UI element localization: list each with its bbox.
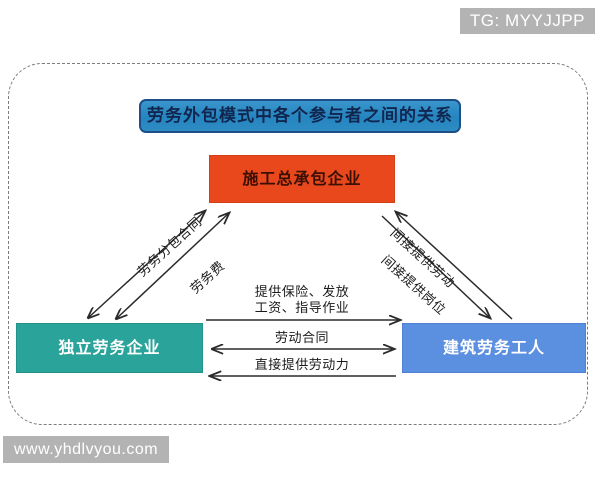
diagram-title-box: 劳务外包模式中各个参与者之间的关系: [139, 99, 461, 133]
edge-label-direct-labor: 直接提供劳动力: [254, 358, 350, 373]
node-general-contractor[interactable]: 施工总承包企业: [209, 155, 395, 203]
node-construction-workers-label: 建筑劳务工人: [442, 338, 545, 357]
edge-label-insurance-line2: 工资、指导作业: [254, 301, 350, 316]
node-general-contractor-label: 施工总承包企业: [242, 169, 362, 188]
edge-label-insurance: 提供保险、发放 工资、指导作业: [204, 285, 400, 317]
watermark-bottom-left: www.yhdlvyou.com: [3, 436, 170, 463]
node-independent-labor-company-label: 独立劳务企业: [58, 338, 161, 357]
node-independent-labor-company[interactable]: 独立劳务企业: [16, 323, 203, 373]
page-title: 劳务外包模式中各个参与者之间的关系: [147, 105, 453, 126]
edge-label-insurance-line1: 提供保险、发放: [254, 285, 350, 300]
edge-label-labor-contract: 劳动合同: [274, 331, 329, 346]
diagram-frame: [8, 63, 588, 425]
node-construction-workers[interactable]: 建筑劳务工人: [402, 323, 586, 373]
watermark-top-right: TG: MYYJJPP: [459, 8, 595, 34]
